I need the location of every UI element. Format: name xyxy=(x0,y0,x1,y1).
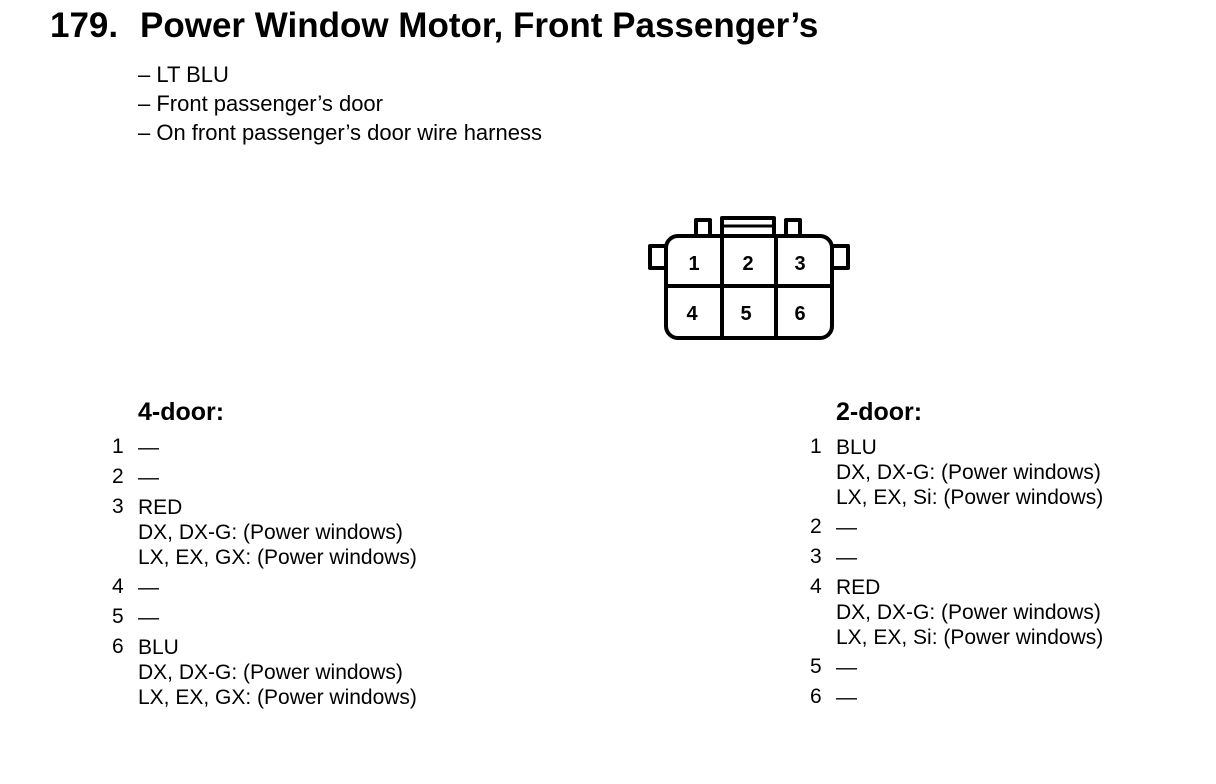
application-note: LX, EX, Si: (Power windows) xyxy=(836,486,1104,509)
wire-color: BLU xyxy=(836,436,877,459)
pin-label: 6 xyxy=(794,303,805,325)
pin-row: 5— xyxy=(112,605,417,630)
pin-row: 6— xyxy=(810,685,1103,710)
pin-details: — xyxy=(138,605,159,630)
wire-color: — xyxy=(138,436,159,459)
title-text: Power Window Motor, Front Passenger’s xyxy=(140,6,819,45)
pin-label: 3 xyxy=(794,253,805,275)
wire-color: — xyxy=(138,606,159,629)
pin-row: 4— xyxy=(112,575,417,600)
connector-tab-right xyxy=(784,218,802,238)
pin-number: 4 xyxy=(112,575,124,598)
wire-color: BLU xyxy=(138,636,179,659)
pin-number: 2 xyxy=(112,465,124,488)
pin-details: — xyxy=(836,515,857,540)
pin-label: 1 xyxy=(688,253,699,275)
pin-number: 6 xyxy=(810,685,822,708)
pin-details: — xyxy=(138,465,159,490)
pin-number: 1 xyxy=(112,435,124,458)
description-line: – On front passenger’s door wire harness xyxy=(138,120,542,145)
pin-row: 3— xyxy=(810,545,1103,570)
wire-color: — xyxy=(138,466,159,489)
pin-details: — xyxy=(836,655,857,680)
item-number: 179. xyxy=(50,6,119,45)
pin-number: 3 xyxy=(810,545,822,568)
wire-color: RED xyxy=(836,576,881,599)
pin-label: 2 xyxy=(742,253,753,275)
connector-ear-left xyxy=(648,244,666,270)
section-heading: 4-door: xyxy=(138,398,225,426)
connector-description: – LT BLU – Front passenger’s door – On f… xyxy=(138,60,542,147)
pin-details: — xyxy=(836,685,857,710)
pin-row: 2— xyxy=(112,465,417,490)
pin-row: 2— xyxy=(810,515,1103,540)
pin-row: 5— xyxy=(810,655,1103,680)
description-line: – LT BLU xyxy=(138,62,229,87)
wire-color: RED xyxy=(138,496,183,519)
wire-color: — xyxy=(836,656,857,679)
pin-number: 2 xyxy=(810,515,822,538)
pin-row: 1— xyxy=(112,435,417,460)
pin-details: — xyxy=(138,435,159,460)
pin-number: 4 xyxy=(810,575,822,598)
pin-label: 4 xyxy=(686,303,698,325)
wire-color: — xyxy=(836,686,857,709)
section-heading: 2-door: xyxy=(836,398,923,426)
wire-color: — xyxy=(836,516,857,539)
connector-ear-right xyxy=(832,244,850,270)
pin-label: 5 xyxy=(740,303,751,325)
pin-details: — xyxy=(836,545,857,570)
application-note: LX, EX, GX: (Power windows) xyxy=(138,546,417,569)
pin-details: — xyxy=(138,575,159,600)
application-note: LX, EX, Si: (Power windows) xyxy=(836,626,1104,649)
application-note: LX, EX, GX: (Power windows) xyxy=(138,686,417,709)
wire-color: — xyxy=(836,546,857,569)
application-note: DX, DX-G: (Power windows) xyxy=(836,461,1101,484)
pin-number: 1 xyxy=(810,435,822,458)
page-title: 179. Power Window Motor, Front Passenger’… xyxy=(50,6,818,46)
pin-number: 6 xyxy=(112,635,124,658)
application-note: DX, DX-G: (Power windows) xyxy=(836,601,1101,624)
description-line: – Front passenger’s door xyxy=(138,91,383,116)
pin-number: 3 xyxy=(112,495,124,518)
connector-tab-left xyxy=(694,218,712,238)
application-note: DX, DX-G: (Power windows) xyxy=(138,661,403,684)
connector-diagram: 1 2 3 4 5 6 xyxy=(648,216,850,340)
application-note: DX, DX-G: (Power windows) xyxy=(138,521,403,544)
pin-number: 5 xyxy=(112,605,124,628)
wire-color: — xyxy=(138,576,159,599)
pin-number: 5 xyxy=(810,655,822,678)
